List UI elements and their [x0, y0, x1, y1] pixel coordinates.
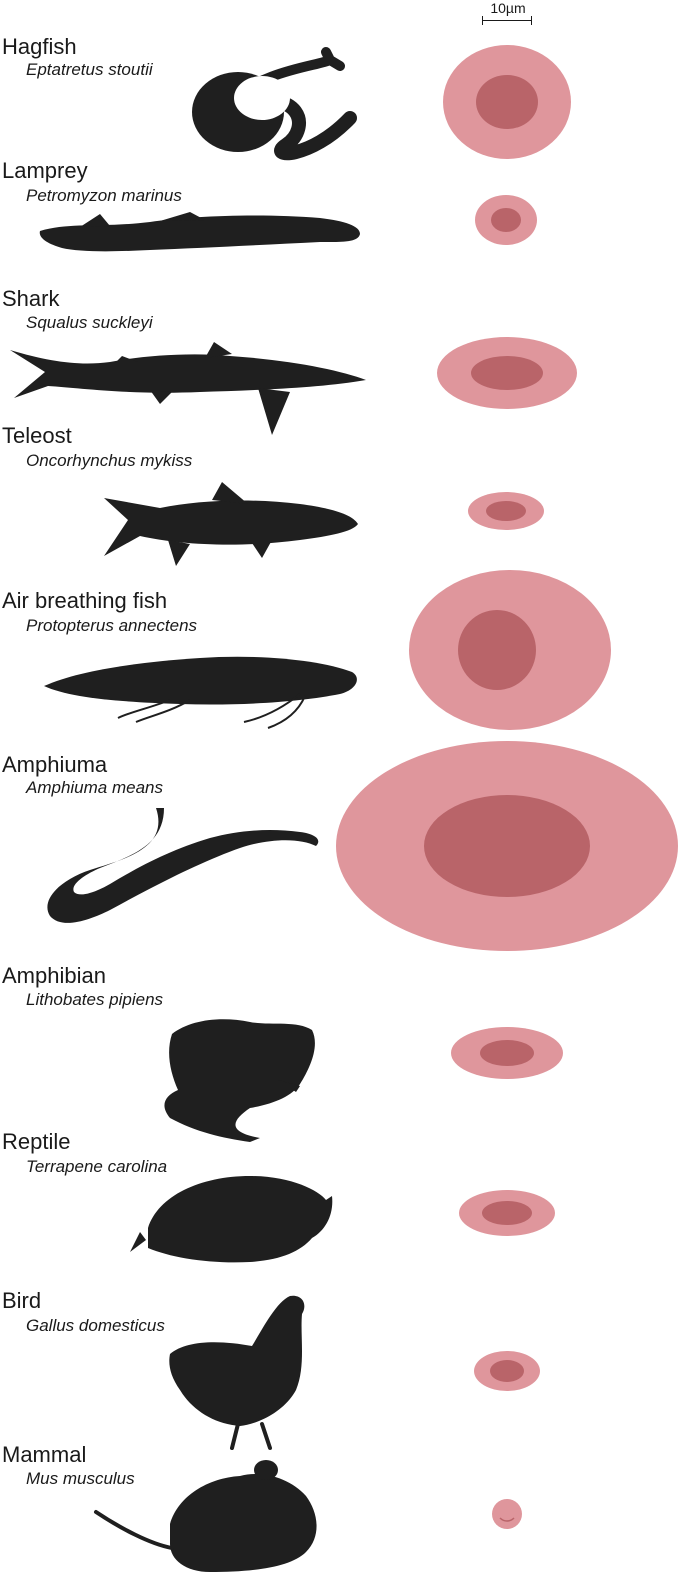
- mammal-cell-membrane: [492, 1499, 522, 1529]
- amphiuma-silhouette-icon: [47, 808, 319, 923]
- mouse-silhouette-icon: [94, 1460, 317, 1572]
- reptile-species: Terrapene carolina: [26, 1157, 168, 1176]
- amphibian-species: Lithobates pipiens: [26, 990, 164, 1009]
- shark-cell: [437, 337, 577, 409]
- bird-species: Gallus domesticus: [26, 1316, 165, 1335]
- chicken-silhouette-icon: [169, 1295, 305, 1450]
- teleost-label: Teleost: [2, 423, 72, 448]
- air-breathing-fish-cell-nucleus: [458, 610, 536, 690]
- amphiuma-cell-nucleus: [424, 795, 590, 897]
- shark-species: Squalus suckleyi: [26, 313, 153, 332]
- shark-label: Shark: [2, 286, 60, 311]
- lamprey-silhouette-icon: [39, 212, 360, 252]
- teleost-species: Oncorhynchus mykiss: [26, 451, 193, 470]
- reptile-label: Reptile: [2, 1129, 71, 1154]
- scale-bar-label: 10µm: [490, 0, 526, 16]
- shark-cell-nucleus: [471, 356, 543, 390]
- reptile-cell: [459, 1190, 555, 1236]
- teleost-cell-nucleus: [486, 501, 526, 521]
- scale-bar-line: [482, 20, 532, 21]
- turtle-silhouette-icon: [130, 1176, 333, 1263]
- mammal-cell: [492, 1499, 522, 1529]
- scale-bar-tick-right: [531, 16, 532, 25]
- hagfish-label: Hagfish: [2, 34, 77, 59]
- air-breathing-fish-cell: [409, 570, 611, 730]
- hagfish-silhouette-icon: [192, 47, 357, 161]
- reptile-cell-nucleus: [482, 1201, 532, 1225]
- amphibian-cell-nucleus: [480, 1040, 534, 1066]
- frog-silhouette-icon: [164, 1019, 315, 1142]
- air-breathing-fish-label: Air breathing fish: [2, 588, 168, 613]
- hagfish-species: Eptatretus stoutii: [26, 60, 153, 79]
- air-breathing-fish-species: Protopterus annectens: [26, 616, 198, 635]
- lamprey-species: Petromyzon marinus: [26, 186, 182, 205]
- bird-cell: [474, 1351, 540, 1391]
- lamprey-cell-nucleus: [491, 208, 521, 232]
- mammal-species: Mus musculus: [26, 1469, 135, 1488]
- mammal-label: Mammal: [2, 1442, 87, 1467]
- amphiuma-label: Amphiuma: [2, 752, 108, 777]
- lamprey-cell: [475, 195, 537, 245]
- scale-bar: 10µm: [482, 0, 534, 30]
- amphibian-cell: [451, 1027, 563, 1079]
- amphibian-label: Amphibian: [2, 963, 106, 988]
- trout-silhouette-icon: [104, 482, 358, 566]
- bird-label: Bird: [2, 1288, 42, 1313]
- amphiuma-cell: [336, 741, 678, 951]
- lamprey-label: Lamprey: [2, 158, 88, 183]
- lungfish-silhouette-icon: [44, 656, 357, 729]
- hagfish-cell: [443, 45, 571, 159]
- shark-silhouette-icon: [10, 342, 366, 435]
- bird-cell-nucleus: [490, 1360, 524, 1382]
- teleost-cell: [468, 492, 544, 530]
- hagfish-cell-nucleus: [476, 75, 538, 129]
- amphiuma-species: Amphiuma means: [26, 778, 164, 797]
- mammal-cell-biconcave-mark: [499, 1517, 515, 1522]
